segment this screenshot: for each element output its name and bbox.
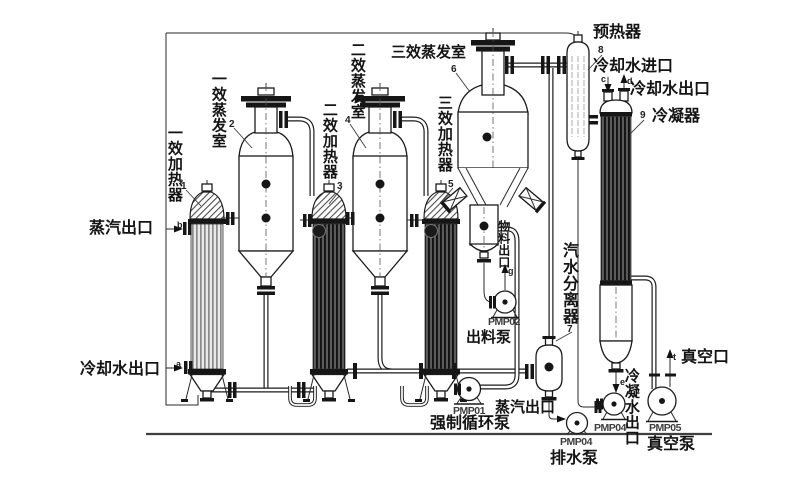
label-effect3-evaporator: 三效蒸发室 xyxy=(391,44,467,61)
pipe-flanges xyxy=(228,363,456,398)
label-effect1-evaporator: 一效蒸发室 xyxy=(209,71,227,149)
equipment-number-4: 4 xyxy=(345,115,351,126)
condenser-shape xyxy=(599,74,633,393)
label-cooling-water-outlet-right: 冷却水出口 xyxy=(630,81,711,98)
pump-condensate-pmp04-shape xyxy=(596,392,627,421)
label-separator: 汽水分离器 xyxy=(559,242,577,325)
pump-pmp02-shape xyxy=(489,264,519,319)
label-condenser: 冷凝器 xyxy=(652,108,701,125)
label-effect2-evaporator: 二效蒸发室 xyxy=(348,42,366,120)
point-letter-t: t xyxy=(673,352,676,362)
heater-2-shape xyxy=(300,180,355,402)
pump-drain-pmp04-shape xyxy=(557,411,589,435)
equipment-number-1: 1 xyxy=(181,181,187,192)
equipment-number-5: 5 xyxy=(448,179,454,190)
label-material-outlet: 物料出口 xyxy=(496,220,511,268)
evaporator-1-shape xyxy=(237,83,295,295)
evaporator-2-shape xyxy=(351,83,409,295)
label-discharge-pump: 出料泵 xyxy=(466,329,512,346)
pump-tag-pmp05: PMP05 xyxy=(649,422,681,434)
point-letter-g: g xyxy=(508,266,514,276)
stream-arrows xyxy=(174,225,183,372)
label-preheater: 预热器 xyxy=(593,24,642,41)
point-letter-c: c xyxy=(601,74,607,84)
pump-tag-pmp01: PMP01 xyxy=(453,405,485,417)
label-effect3-heater: 三效加热器 xyxy=(435,95,453,173)
separator-shape xyxy=(525,336,563,401)
point-letter-a: a xyxy=(176,359,182,369)
label-circulation-pump: 强制循环泵 xyxy=(430,415,511,432)
label-effect1-heater: 一效加热器 xyxy=(165,125,183,203)
point-letter-d: d xyxy=(627,76,633,86)
point-letter-e: e xyxy=(620,377,626,387)
pump-vacuum-pmp05-shape xyxy=(646,349,678,423)
heater-1-shape xyxy=(181,180,239,402)
equipment-number-7: 7 xyxy=(567,324,573,335)
point-letter-b: b xyxy=(177,220,183,230)
label-cooling-water-outlet-left: 冷却水出口 xyxy=(80,361,161,378)
equipment-number-6: 6 xyxy=(451,64,457,75)
label-steam-outlet-left: 蒸汽出口 xyxy=(89,220,154,237)
label-vacuum-port: 真空口 xyxy=(681,349,730,366)
equipment-number-8: 8 xyxy=(598,45,604,56)
label-vacuum-pump: 真空泵 xyxy=(647,436,696,453)
equipment-number-3: 3 xyxy=(337,181,343,192)
equipment-number-9: 9 xyxy=(640,110,646,121)
label-drain-pump: 排水泵 xyxy=(550,450,599,467)
label-effect2-heater: 二效加热器 xyxy=(320,102,338,180)
heater-3-shape xyxy=(407,180,467,402)
pump-pmp01-shape xyxy=(454,376,484,405)
pump-tag-pmp04-drain: PMP04 xyxy=(560,436,592,448)
preheater-shape xyxy=(566,31,602,413)
label-condensate-water-outlet: 冷凝水出口 xyxy=(622,368,640,446)
pump-tag-pmp02: PMP02 xyxy=(488,316,520,328)
label-cooling-water-inlet: 冷却水进口 xyxy=(593,58,674,75)
label-steam-outlet-bottom: 蒸汽出口 xyxy=(495,399,556,416)
evaporator-3-shape xyxy=(439,28,566,303)
number-leaders xyxy=(185,54,645,207)
equipment-number-2: 2 xyxy=(229,119,235,130)
pump-tag-pmp04-condensate: PMP04 xyxy=(594,422,626,434)
